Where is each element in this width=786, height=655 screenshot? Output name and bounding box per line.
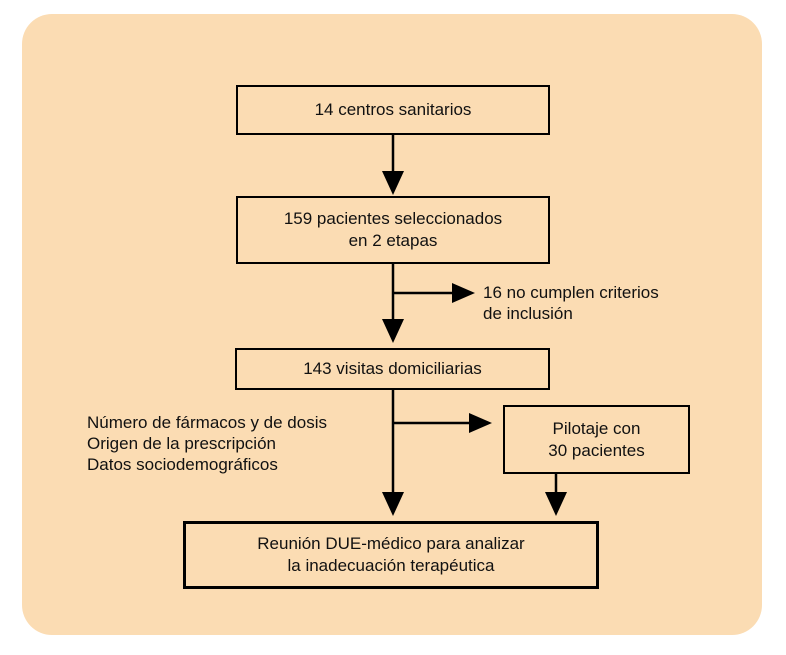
node-meeting-line1: Reunión DUE-médico para analizar <box>257 534 525 553</box>
node-pilot-line1: Pilotaje con <box>552 418 641 438</box>
note-variables-line1: Número de fármacos y de dosis <box>87 413 327 432</box>
node-home-visits: 143 visitas domiciliarias <box>235 348 550 390</box>
node-home-visits-label: 143 visitas domiciliarias <box>303 359 482 378</box>
node-selected-patients: 159 pacientes seleccionados en 2 etapas <box>236 196 550 264</box>
note-exclusion-criteria: 16 no cumplen criterios de inclusión <box>483 282 659 324</box>
note-variables-line2: Origen de la prescripción <box>87 434 276 453</box>
node-selected-patients-line2: en 2 etapas <box>348 231 438 250</box>
note-collected-variables: Número de fármacos y de dosis Origen de … <box>87 412 327 475</box>
note-variables-line3: Datos sociodemográficos <box>87 455 278 474</box>
node-pilot-line2: 30 pacientes <box>548 440 645 460</box>
note-exclusion-line1: 16 no cumplen criterios <box>483 283 659 302</box>
node-health-centers-label: 14 centros sanitarios <box>314 100 472 119</box>
node-meeting-line2: la inadecuación terapéutica <box>287 556 495 575</box>
node-health-centers: 14 centros sanitarios <box>236 85 550 135</box>
node-due-medico-meeting: Reunión DUE-médico para analizar la inad… <box>183 521 599 589</box>
node-pilot-study: Pilotaje con 30 pacientes <box>503 405 690 474</box>
node-selected-patients-line1: 159 pacientes seleccionados <box>283 209 503 228</box>
note-exclusion-line2: de inclusión <box>483 304 573 323</box>
